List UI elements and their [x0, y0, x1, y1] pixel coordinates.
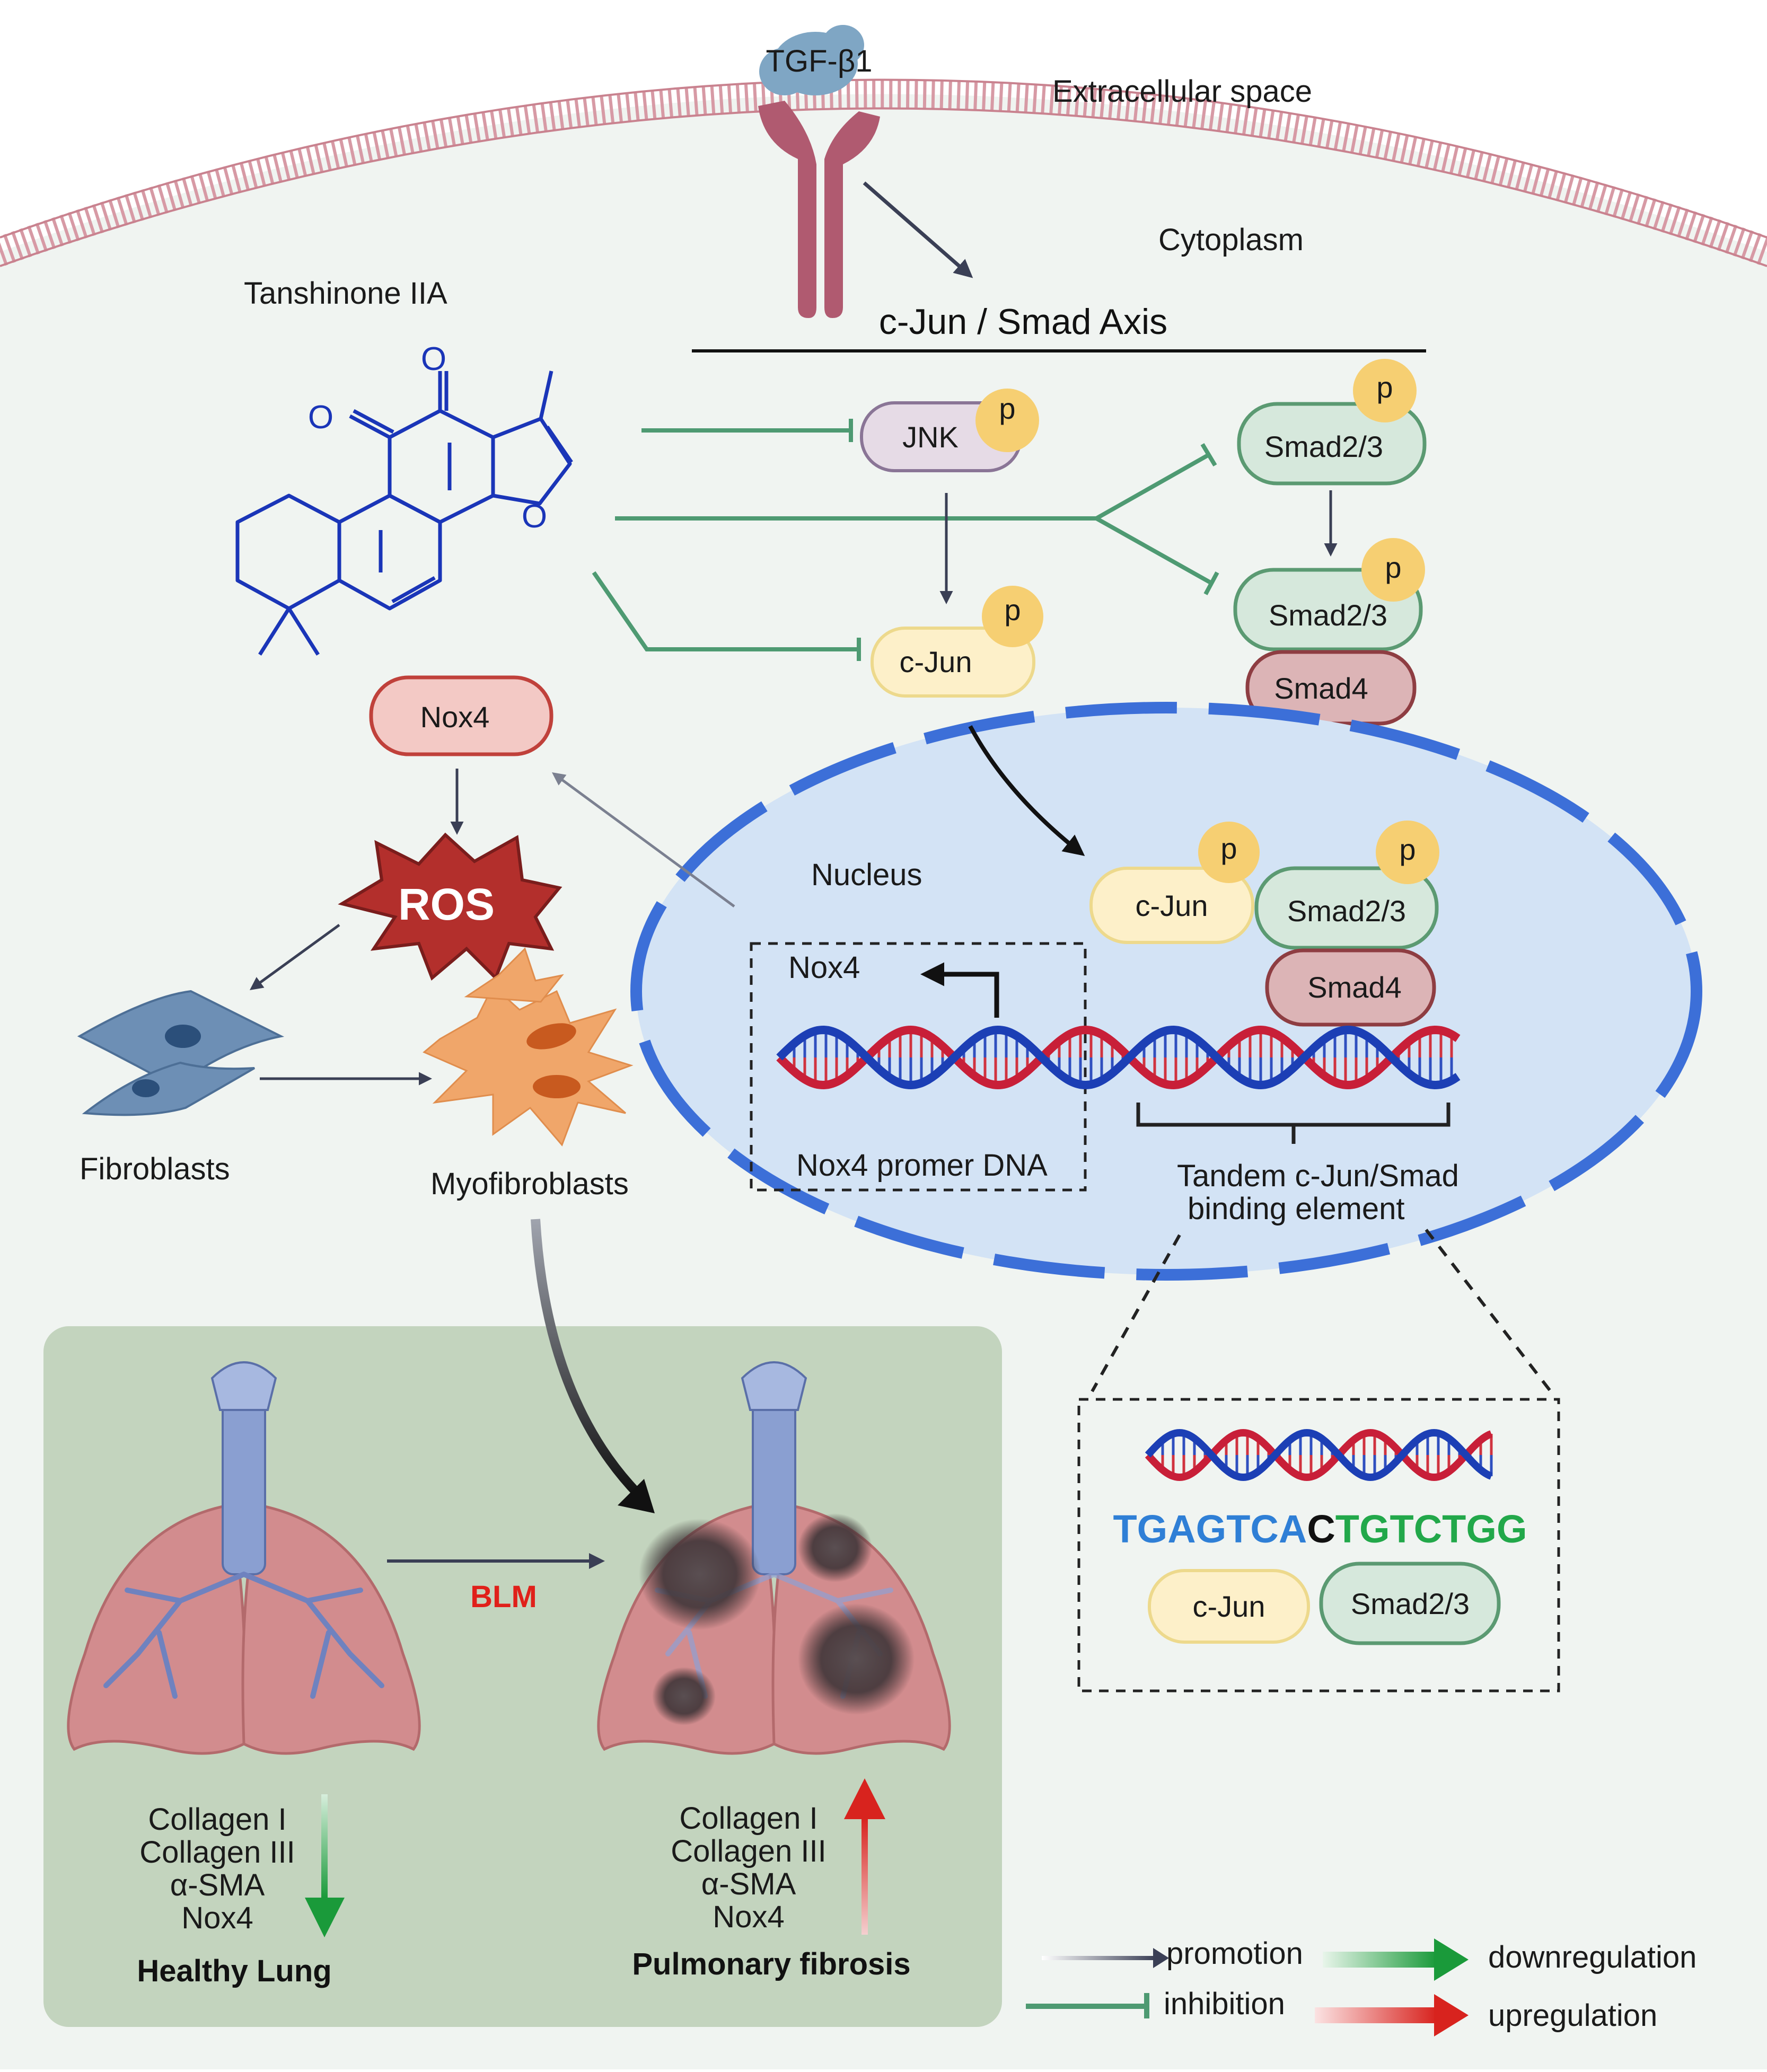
marker-collagen-1: Collagen I — [679, 1801, 817, 1836]
arrowhead — [618, 1479, 655, 1513]
oxygen-atom: O — [522, 498, 547, 535]
dna-helix-zoom — [1145, 1429, 1493, 1482]
binding-element-box — [1077, 1398, 1560, 1692]
nucleus-label: Nucleus — [811, 858, 922, 892]
fibrosis-markers: Collagen I Collagen III α-SMA Nox4 — [671, 1801, 826, 1934]
jnk-protein: JNK p — [860, 389, 1039, 472]
cytoplasm-label: Cytoplasm — [1158, 223, 1304, 257]
tandem-bracket — [1136, 1103, 1450, 1144]
fibrosis-lung — [597, 1361, 951, 1755]
cjun-protein-nucleus: c-Jun p — [1089, 822, 1260, 944]
marker-nox4: Nox4 — [181, 1901, 253, 1935]
zoom-line — [1091, 1234, 1181, 1392]
healthy-lung-label: Healthy Lung — [137, 1954, 331, 1988]
up-arrow-shaft — [861, 1818, 868, 1935]
ros-to-fibroblast-arrow — [249, 923, 340, 990]
healthy-lung — [67, 1361, 421, 1755]
marker-collagen-3: Collagen III — [139, 1835, 295, 1870]
oxygen-atom: O — [421, 341, 446, 377]
myofibroblast-nucleus — [533, 1075, 581, 1098]
marker-asma: α-SMA — [701, 1867, 796, 1901]
down-arrow-shaft — [321, 1794, 328, 1898]
fibroblast-cells — [77, 990, 285, 1116]
myofibroblast-to-fibrosis-arrow — [531, 1219, 643, 1498]
down-arrowhead — [305, 1898, 345, 1937]
cjun-label: c-Jun — [900, 645, 972, 678]
smad-complex-cytoplasm: Smad2/3 p Smad4 — [1233, 538, 1425, 726]
ros-label: ROS — [398, 879, 495, 929]
nox4-gene-label: Nox4 — [788, 950, 860, 985]
legend: promotion inhibition downregulation upre… — [1026, 1936, 1696, 2036]
cjun-protein-cytoplasm: c-Jun p — [871, 586, 1043, 698]
pulmonary-fibrosis-label: Pulmonary fibrosis — [632, 1947, 910, 1981]
fibroblasts-label: Fibroblasts — [80, 1152, 230, 1186]
smad4-label: Smad4 — [1307, 971, 1401, 1004]
myofibroblast-nucleus — [526, 1023, 576, 1050]
promoter-box — [750, 942, 1087, 1192]
myofibroblasts-label: Myofibroblasts — [430, 1167, 629, 1201]
marker-collagen-1: Collagen I — [148, 1802, 286, 1837]
tgf-ligand — [759, 25, 864, 95]
cjun-protein-zoom: c-Jun — [1148, 1569, 1310, 1644]
up-arrowhead — [844, 1778, 885, 1819]
smad23-label: Smad2/3 — [1351, 1587, 1470, 1620]
sequence-part2: C — [1307, 1507, 1335, 1551]
zoom-line — [1425, 1229, 1552, 1392]
phospho-badge: p — [1220, 832, 1237, 865]
legend-upregulation: upregulation — [1488, 1998, 1657, 2033]
binding-sequence: TGAGTCACTGTCTGG — [1113, 1507, 1527, 1551]
tgf-receptor — [758, 101, 880, 318]
dna-helix-promoter — [776, 1025, 1461, 1090]
legend-promotion: promotion — [1166, 1936, 1303, 1971]
smad23-label: Smad2/3 — [1269, 598, 1387, 632]
smad4-label: Smad4 — [1274, 672, 1368, 705]
smad23-label: Smad2/3 — [1287, 894, 1406, 928]
phospho-badge: p — [1004, 593, 1021, 627]
legend-downregulation: downregulation — [1488, 1940, 1696, 1974]
phospho-badge: p — [1385, 551, 1401, 584]
sequence-part3: TGTCTGG — [1335, 1507, 1527, 1551]
phospho-badge: p — [1399, 833, 1416, 866]
tanshinone-label: Tanshinone IIA — [244, 276, 447, 311]
myofibroblast-cells — [423, 947, 634, 1147]
cjun-label: c-Jun — [1193, 1590, 1265, 1623]
tandem-label-line1: Tandem c-Jun/Smad — [1177, 1159, 1459, 1193]
transcription-start-arrow — [920, 962, 999, 1018]
tandem-label-line2: binding element — [1188, 1192, 1405, 1226]
ros-burst: ROS — [338, 832, 562, 981]
receptor-to-axis-arrow — [863, 181, 973, 278]
smad23-protein-zoom: Smad2/3 — [1319, 1562, 1501, 1645]
phospho-badge: p — [1376, 371, 1393, 404]
tanshinone-structure — [235, 371, 573, 656]
marker-collagen-3: Collagen III — [671, 1834, 826, 1868]
oxygen-atom: O — [308, 399, 333, 436]
marker-asma: α-SMA — [170, 1868, 265, 1902]
cell-membrane — [0, 78, 1767, 267]
healthy-markers: Collagen I Collagen III α-SMA Nox4 — [139, 1802, 295, 1935]
tgf-label: TGF-β1 — [766, 44, 873, 78]
nox4-protein: Nox4 — [369, 675, 553, 756]
extracellular-label: Extracellular space — [1052, 74, 1312, 109]
marker-nox4: Nox4 — [713, 1900, 784, 1934]
jnk-label: JNK — [902, 420, 959, 454]
inhibition-lines — [592, 419, 1219, 661]
smad-complex-nucleus: Smad2/3 p Smad4 — [1254, 821, 1439, 1027]
nox4-label: Nox4 — [420, 700, 490, 734]
axis-title: c-Jun / Smad Axis — [879, 302, 1167, 342]
cjun-label: c-Jun — [1136, 889, 1208, 922]
smad23-label: Smad2/3 — [1264, 430, 1383, 463]
smad23-protein-top: Smad2/3 p — [1237, 359, 1427, 486]
blm-label: BLM — [470, 1580, 537, 1614]
sequence-part1: TGAGTCA — [1113, 1507, 1307, 1551]
gene-to-nox4-arrow — [551, 772, 735, 908]
phospho-badge: p — [999, 392, 1015, 425]
legend-inhibition: inhibition — [1164, 1987, 1285, 2021]
promoter-label: Nox4 promer DNA — [796, 1148, 1048, 1183]
cjun-to-nucleus-arrow — [968, 725, 1085, 856]
